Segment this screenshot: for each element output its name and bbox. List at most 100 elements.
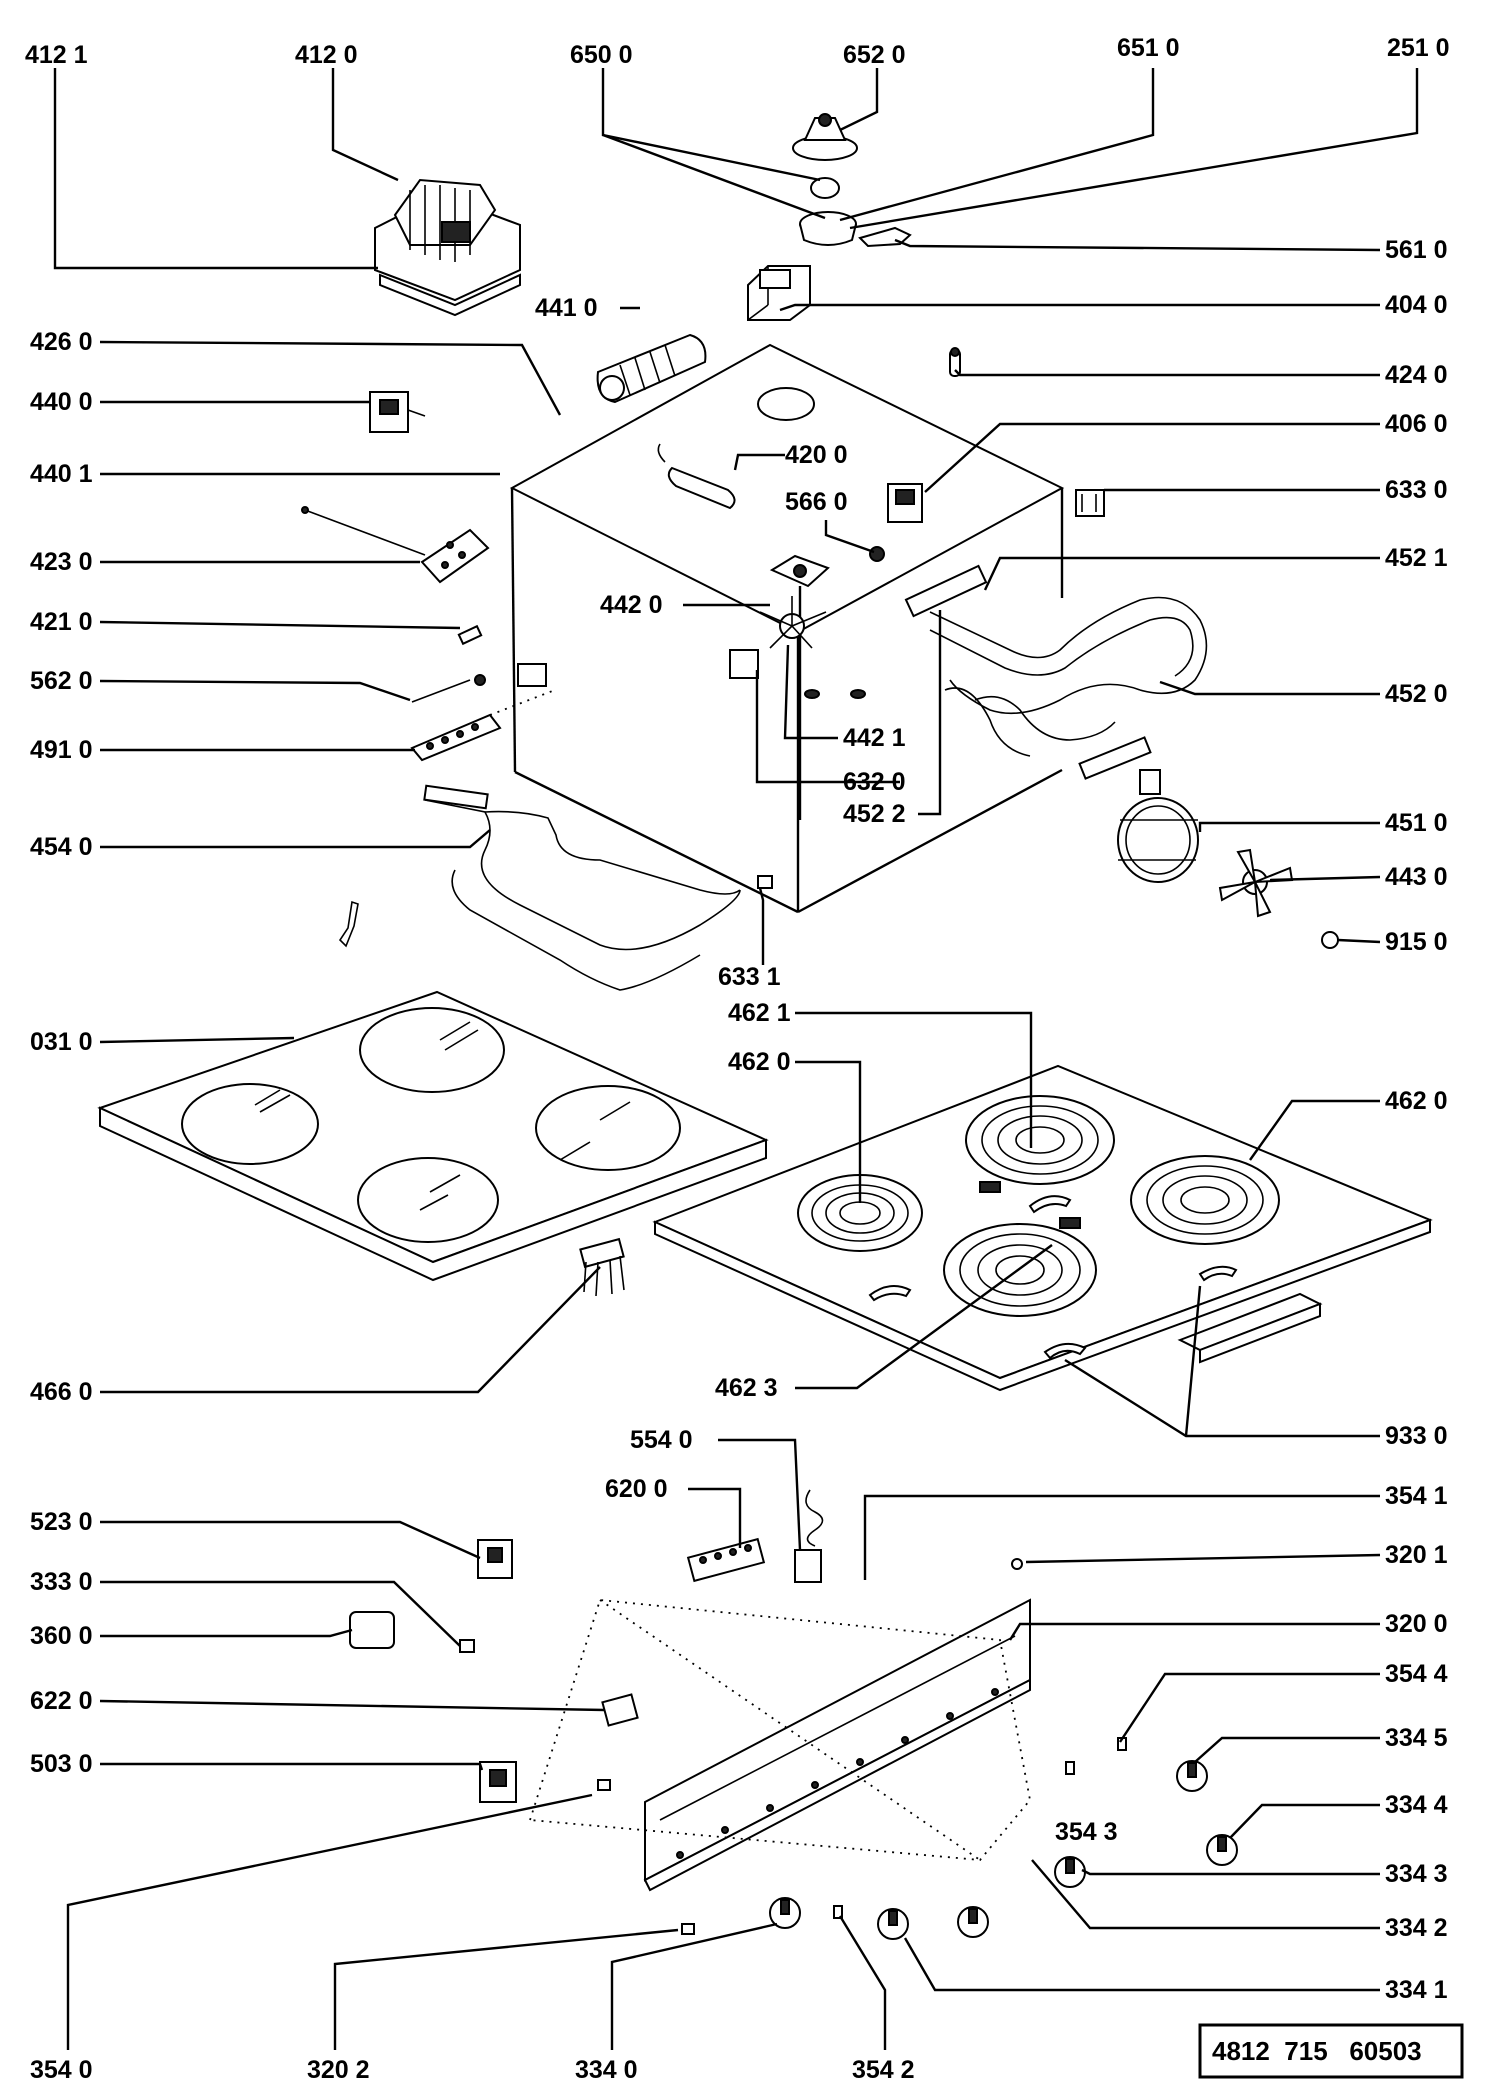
connector-466 — [579, 1237, 625, 1297]
label-334-0: 334 0 — [575, 2056, 638, 2084]
hotplate-front-right — [943, 1223, 1097, 1317]
label-454-0: 454 0 — [30, 833, 93, 861]
label-354-2: 354 2 — [852, 2056, 915, 2084]
lamp-tube — [657, 443, 736, 510]
label-523-0: 523 0 — [30, 1508, 93, 1536]
label-320-0: 320 0 — [1385, 1610, 1448, 1638]
transformer-part — [374, 178, 521, 317]
label-251-0: 251 0 — [1387, 34, 1450, 62]
solid-plate-hob — [652, 1064, 1433, 1392]
label-503-0: 503 0 — [30, 1750, 93, 1778]
document-reference-box: 4812 715 60503 — [1198, 2023, 1464, 2079]
label-561-0: 561 0 — [1385, 236, 1448, 264]
lower-heating-element — [338, 784, 773, 991]
label-566-0: 566 0 — [785, 488, 848, 516]
clip-633 — [1075, 489, 1105, 517]
hotplate-rear-left — [965, 1095, 1115, 1185]
fan-blade — [1218, 848, 1294, 918]
label-452-2: 452 2 — [843, 800, 906, 828]
convection-fan — [729, 554, 866, 820]
label-334-1: 334 1 — [1385, 1976, 1448, 2004]
label-334-3: 334 3 — [1385, 1860, 1448, 1888]
label-632-0: 632 0 — [843, 768, 906, 796]
glass-ceramic-hob — [97, 990, 769, 1282]
label-562-0: 562 0 — [30, 667, 93, 695]
nut-915 — [1321, 931, 1339, 949]
label-451-0: 451 0 — [1385, 809, 1448, 837]
label-651-0: 651 0 — [1117, 34, 1180, 62]
label-360-0: 360 0 — [30, 1622, 93, 1650]
label-412-0: 412 0 — [295, 41, 358, 69]
label-354-4: 354 4 — [1385, 1660, 1448, 1688]
label-404-0: 404 0 — [1385, 291, 1448, 319]
label-652-0: 652 0 — [843, 41, 906, 69]
hotplate-rear-right — [1130, 1155, 1280, 1245]
label-354-3: 354 3 — [1055, 1818, 1118, 1846]
label-420-0: 420 0 — [785, 441, 848, 469]
knob-334-4 — [1206, 1834, 1238, 1866]
label-452-0: 452 0 — [1385, 680, 1448, 708]
label-334-4: 334 4 — [1385, 1791, 1448, 1819]
knob-334-3 — [1054, 1856, 1086, 1888]
label-441-0: 441 0 — [535, 294, 598, 322]
label-915-0: 915 0 — [1385, 928, 1448, 956]
label-443-0: 443 0 — [1385, 863, 1448, 891]
label-354-0: 354 0 — [30, 2056, 93, 2084]
document-reference: 4812 715 60503 — [1212, 2036, 1422, 2066]
label-320-2: 320 2 — [307, 2056, 370, 2084]
control-fascia — [528, 1598, 1031, 1892]
leader-lines — [53, 68, 1419, 2050]
small-transformer — [747, 265, 811, 321]
knob-334-1 — [877, 1908, 909, 1940]
grill-element — [904, 564, 1208, 780]
label-333-0: 333 0 — [30, 1568, 93, 1596]
relay-440 — [369, 391, 426, 433]
label-442-1: 442 1 — [843, 724, 906, 752]
label-554-0: 554 0 — [630, 1426, 693, 1454]
label-452-1: 452 1 — [1385, 544, 1448, 572]
label-406-0: 406 0 — [1385, 410, 1448, 438]
label-650-0: 650 0 — [570, 41, 633, 69]
label-462-1: 462 1 — [728, 999, 791, 1027]
part-labels: 412 1 412 0 650 0 652 0 651 0 251 0 561 … — [25, 34, 1450, 2084]
oven-cavity — [509, 343, 1065, 914]
label-334-5: 334 5 — [1385, 1724, 1448, 1752]
label-462-0-left: 462 0 — [728, 1048, 791, 1076]
label-462-3: 462 3 — [715, 1374, 778, 1402]
fan-motor — [596, 333, 707, 404]
label-633-1: 633 1 — [718, 963, 781, 991]
label-462-0-right: 462 0 — [1385, 1087, 1448, 1115]
control-panel-components — [349, 1489, 824, 1803]
label-424-0: 424 0 — [1385, 361, 1448, 389]
knobs — [681, 1558, 1238, 1940]
label-466-0: 466 0 — [30, 1378, 93, 1406]
reflector-ring — [1117, 769, 1199, 883]
label-421-0: 421 0 — [30, 608, 93, 636]
part-drawings — [97, 113, 1433, 1940]
label-412-1: 412 1 — [25, 41, 88, 69]
label-933-0: 933 0 — [1385, 1422, 1448, 1450]
knob-334-5 — [1176, 1760, 1208, 1792]
label-442-0: 442 0 — [600, 591, 663, 619]
label-491-0: 491 0 — [30, 736, 93, 764]
label-354-1: 354 1 — [1385, 1482, 1448, 1510]
label-622-0: 622 0 — [30, 1687, 93, 1715]
switch-406 — [887, 483, 923, 523]
label-320-1: 320 1 — [1385, 1541, 1448, 1569]
control-board-423 — [301, 506, 490, 584]
left-small-parts — [410, 624, 556, 762]
sensor-424 — [949, 347, 961, 377]
label-334-2: 334 2 — [1385, 1914, 1448, 1942]
lamp-assembly — [792, 113, 912, 248]
label-031-0: 031 0 — [30, 1028, 93, 1056]
label-440-1: 440 1 — [30, 460, 93, 488]
label-426-0: 426 0 — [30, 328, 93, 356]
knob-334-2 — [957, 1906, 989, 1938]
label-440-0: 440 0 — [30, 388, 93, 416]
knob-334-0 — [769, 1897, 801, 1929]
label-633-0: 633 0 — [1385, 476, 1448, 504]
label-620-0: 620 0 — [605, 1475, 668, 1503]
thermostat-566 — [869, 546, 885, 562]
label-423-0: 423 0 — [30, 548, 93, 576]
